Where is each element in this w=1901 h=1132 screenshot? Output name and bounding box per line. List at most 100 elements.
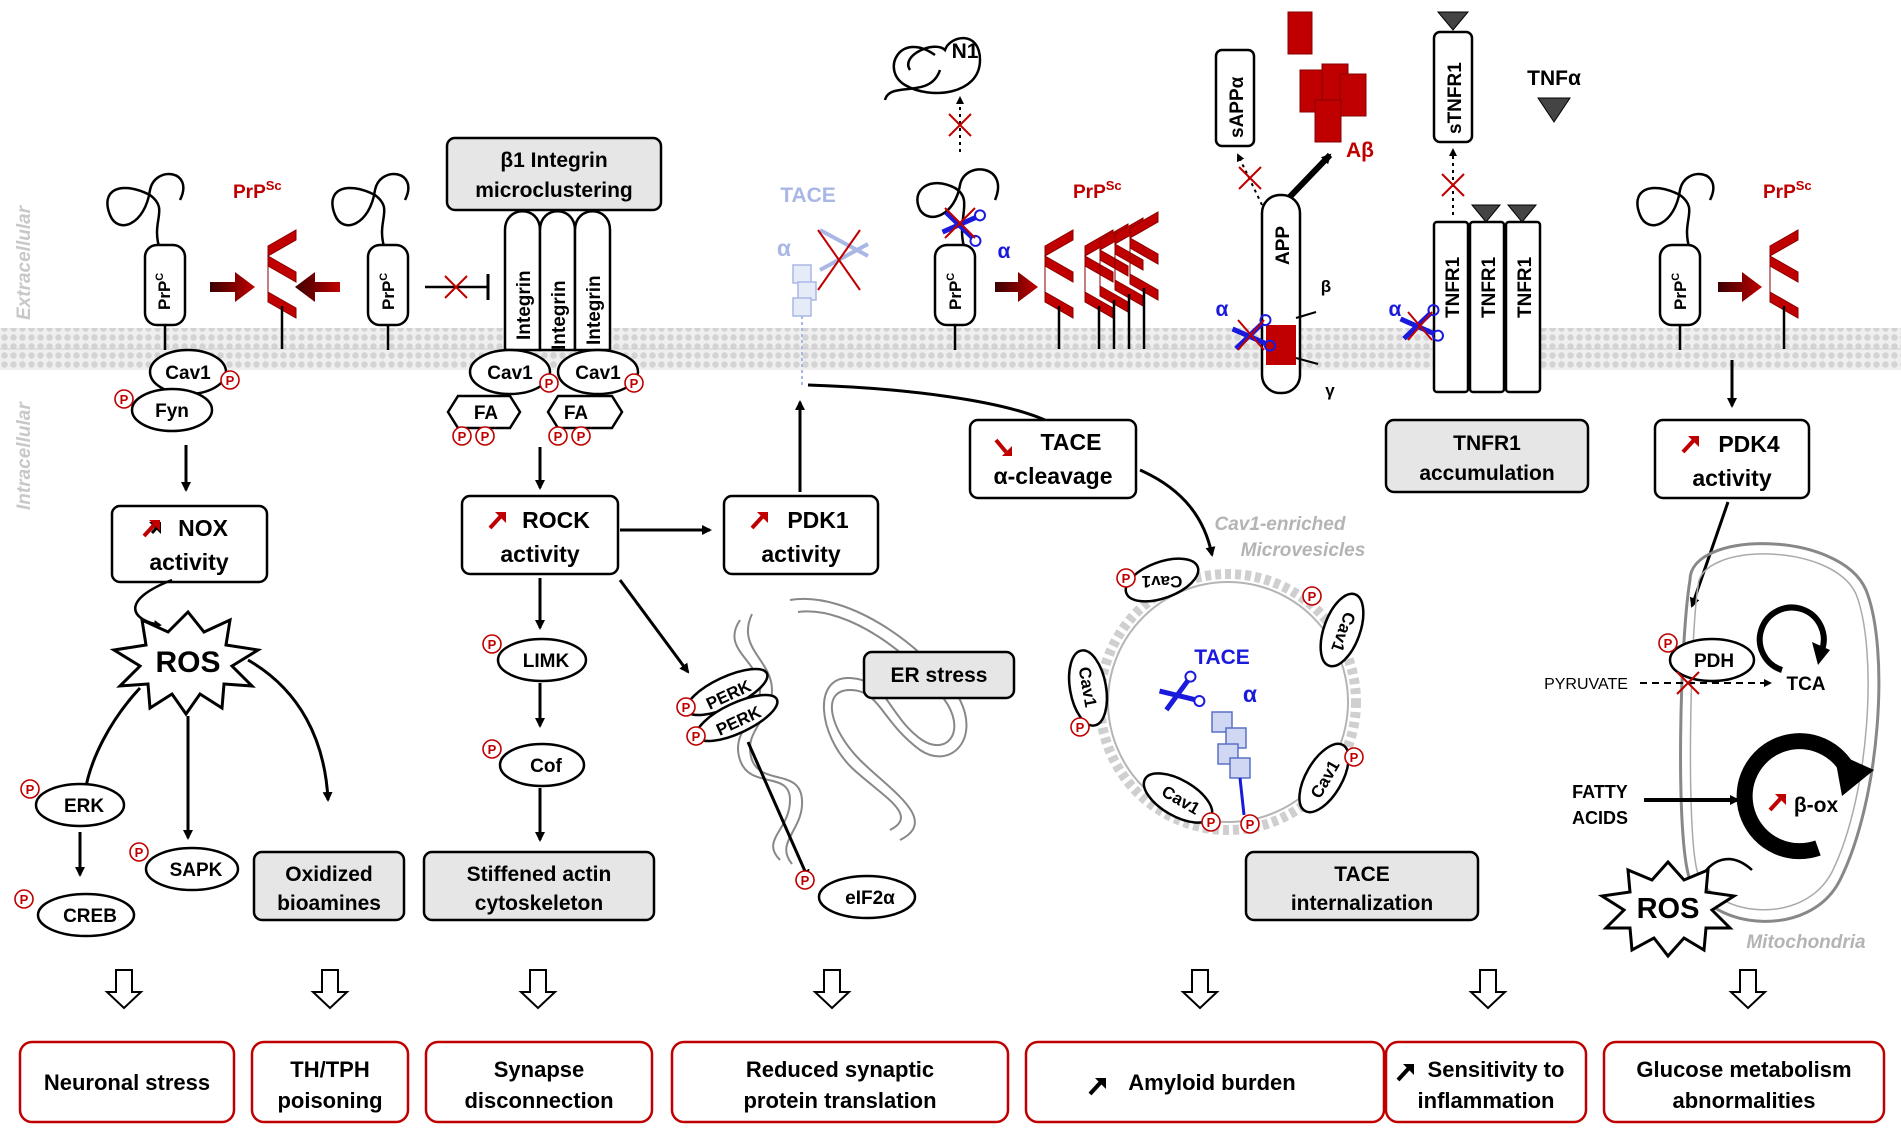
svg-text:APP: APP — [1273, 226, 1294, 265]
svg-text:Reduced synaptic: Reduced synaptic — [746, 1057, 934, 1082]
svg-text:TH/TPH: TH/TPH — [290, 1057, 369, 1082]
faded-tace: TACE α — [777, 184, 869, 385]
abeta-label: Aβ — [1346, 139, 1374, 162]
cav1-fyn-complex: Cav1 Fyn — [114, 348, 240, 433]
svg-text:Integrin: Integrin — [584, 275, 605, 345]
conversion-arrow — [210, 272, 255, 302]
svg-text:sTNFR1: sTNFR1 — [1445, 62, 1466, 134]
cav1-fa-complex: Cav1 Cav1 FA FA — [446, 348, 644, 446]
svg-text:Neuronal stress: Neuronal stress — [44, 1070, 210, 1095]
prpc-protein-1: PrPC — [106, 172, 187, 350]
svg-text:Amyloid burden: Amyloid burden — [1128, 1070, 1295, 1095]
arrow — [1139, 468, 1216, 557]
abeta-aggregates — [1287, 11, 1367, 143]
svg-text:Stiffened actin: Stiffened actin — [467, 863, 612, 886]
svg-text:TCA: TCA — [1786, 674, 1825, 695]
svg-text:TNFR1: TNFR1 — [1453, 432, 1521, 455]
inhibition-blocked — [425, 274, 490, 300]
svg-text:activity: activity — [500, 541, 579, 567]
fyn-label: Fyn — [155, 401, 189, 422]
tnfa-ligand — [1537, 97, 1571, 123]
svg-text:Synapse: Synapse — [494, 1057, 585, 1082]
svg-text:β: β — [1321, 277, 1331, 296]
pdk1-activity-box: PDK1 activity — [722, 494, 880, 576]
svg-text:β1 Integrin: β1 Integrin — [500, 149, 607, 172]
svg-text:TACE: TACE — [1194, 646, 1250, 669]
svg-text:poisoning: poisoning — [277, 1088, 382, 1113]
svg-text:PDK4: PDK4 — [1718, 431, 1780, 457]
beta-oxidation-cycle: β-ox — [1736, 733, 1874, 860]
svg-text:sAPPα: sAPPα — [1227, 76, 1248, 138]
svg-text:ROCK: ROCK — [522, 507, 590, 533]
svg-text:SAPK: SAPK — [170, 860, 223, 881]
rock-activity-box: ROCK activity — [460, 494, 620, 576]
pdk4-activity-box: PDK4 activity — [1653, 418, 1811, 500]
tnfr1-receptors: TNFR1 TNFR1 TNFR1 α — [1389, 204, 1542, 394]
arrow — [746, 741, 810, 880]
svg-text:NOX: NOX — [178, 515, 229, 541]
blocked-release — [1236, 153, 1263, 206]
tace-internalization-box: TACE internalization — [1244, 850, 1480, 922]
prpsc-label: PrPSc — [233, 178, 282, 203]
sappa-fragment: sAPPα — [1214, 48, 1256, 148]
svg-text:β-ox: β-ox — [1794, 794, 1839, 817]
cav1-label: Cav1 — [165, 363, 211, 384]
svg-text:ER stress: ER stress — [891, 664, 988, 687]
svg-text:microclustering: microclustering — [475, 179, 633, 202]
svg-text:TACE: TACE — [1334, 863, 1390, 886]
svg-text:PrPC: PrPC — [378, 273, 398, 310]
svg-text:PDH: PDH — [1694, 651, 1734, 672]
svg-text:abnormalities: abnormalities — [1672, 1088, 1815, 1113]
svg-text:Oxidized: Oxidized — [285, 863, 373, 886]
prpc-protein-2: PrPC — [331, 172, 410, 350]
conversion-arrow — [1718, 272, 1762, 302]
limk-node: LIMK — [482, 634, 588, 683]
app-protein: APP α β γ — [1216, 193, 1335, 400]
prpsc-aggregate-3 — [1769, 229, 1799, 349]
tnfr1-accumulation-box: TNFR1 accumulation — [1384, 418, 1590, 494]
svg-text:TACE: TACE — [780, 184, 836, 207]
svg-text:cytoskeleton: cytoskeleton — [475, 892, 603, 915]
stiffened-actin-box: Stiffened actin cytoskeleton — [422, 850, 656, 922]
svg-text:α-cleavage: α-cleavage — [994, 463, 1113, 489]
pyruvate-label: PYRUVATE — [1544, 676, 1628, 693]
svg-text:TNFR1: TNFR1 — [1515, 256, 1536, 318]
svg-text:eIF2α: eIF2α — [845, 888, 895, 909]
microvesicles-label-2: Microvesicles — [1241, 540, 1366, 561]
extracellular-label: Extracellular — [14, 204, 35, 320]
microvesicle: Cav1 Cav1 Cav1 Cav1 Cav1 TACE α — [1067, 557, 1365, 835]
svg-text:TNFR1: TNFR1 — [1479, 256, 1500, 318]
prpc-protein-4: PrPC — [1636, 172, 1715, 350]
svg-text:Cav1: Cav1 — [487, 363, 533, 384]
n1-fragment: N1 — [883, 36, 982, 101]
svg-text:PrPC: PrPC — [154, 273, 174, 310]
svg-text:FA: FA — [474, 403, 499, 424]
er-membrane — [733, 597, 968, 865]
prpc-protein-3: PrPC α — [916, 168, 1011, 350]
svg-text:ROS: ROS — [155, 646, 220, 679]
svg-text:activity: activity — [1692, 465, 1771, 491]
tnfa-label: TNFα — [1527, 67, 1581, 90]
svg-text:inflammation: inflammation — [1418, 1088, 1555, 1113]
svg-text:Integrin: Integrin — [549, 280, 570, 350]
outcome-sensitivity-inflammation: Sensitivity to inflammation — [1384, 1040, 1588, 1124]
prpsc-aggregate-1 — [267, 229, 297, 349]
svg-text:disconnection: disconnection — [464, 1088, 613, 1113]
svg-text:Cav1: Cav1 — [575, 363, 621, 384]
conversion-arrow — [995, 272, 1038, 302]
svg-text:FA: FA — [564, 403, 589, 424]
svg-text:Glucose metabolism: Glucose metabolism — [1636, 1057, 1851, 1082]
ros-starburst-right: ROS — [1597, 859, 1739, 959]
tace-alpha-cleavage-box: TACE α-cleavage — [968, 418, 1138, 500]
arrow — [81, 686, 142, 794]
svg-text:N1: N1 — [952, 40, 979, 63]
svg-text:CREB: CREB — [63, 906, 117, 927]
hollow-arrows — [106, 969, 1766, 1009]
er-stress-box: ER stress — [862, 650, 1016, 700]
svg-text:α: α — [1389, 298, 1402, 321]
svg-text:ROS: ROS — [1637, 893, 1700, 925]
conversion-arrow — [295, 272, 340, 302]
plasma-membrane — [0, 328, 1901, 370]
svg-text:α: α — [777, 235, 791, 261]
